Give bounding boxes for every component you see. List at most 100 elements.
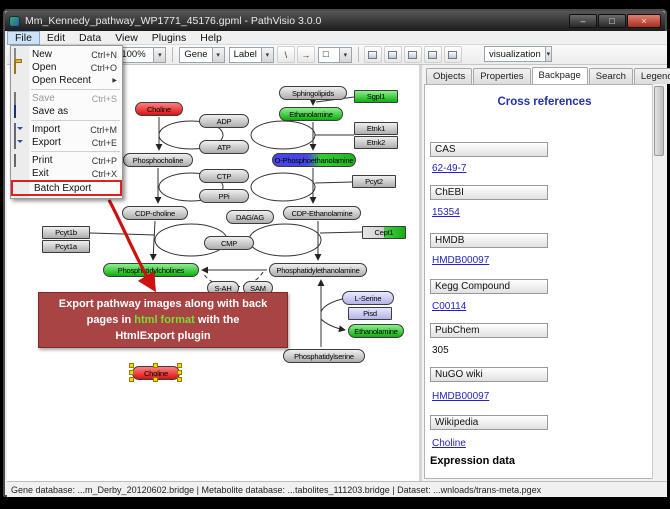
distribute-icon	[428, 50, 438, 59]
status-bar: Gene database: ...m_Derby_20120602.bridg…	[7, 481, 667, 497]
section-header-nugo: NuGO wiki	[430, 367, 548, 382]
panel-scrollbar[interactable]	[652, 84, 665, 479]
menu-item-export[interactable]: Export Ctrl+E	[11, 135, 122, 149]
link-chebi[interactable]: 15354	[432, 207, 460, 218]
menu-item-new[interactable]: New Ctrl+N	[11, 47, 122, 61]
shape-tool-combo[interactable]: □ ▾	[317, 46, 352, 63]
zoom-combo[interactable]: 100% ▾	[116, 46, 167, 63]
menu-item-batch-export[interactable]: Batch Export	[11, 180, 122, 196]
selection-handle[interactable]	[153, 363, 158, 368]
minimize-button[interactable]: –	[569, 14, 597, 28]
menu-item-save-as[interactable]: Save as	[11, 104, 122, 118]
distribute-button[interactable]	[423, 46, 442, 63]
link-hmdb[interactable]: HMDB00097	[432, 255, 490, 266]
selection-handle[interactable]	[129, 370, 134, 375]
arrow-tool-button[interactable]: →	[296, 46, 315, 63]
menu-help[interactable]: Help	[200, 31, 222, 44]
node-pcyt1a[interactable]: Pcyt1a	[42, 240, 90, 253]
link-cas[interactable]: 62-49-7	[432, 163, 467, 174]
node-cmp[interactable]: CMP	[204, 236, 254, 250]
new-file-icon	[14, 47, 16, 61]
export-icon	[14, 135, 16, 149]
selection-handle[interactable]	[129, 363, 134, 368]
selection-handle[interactable]	[177, 377, 182, 382]
selection-handle[interactable]	[129, 377, 134, 382]
menu-edit[interactable]: Edit	[46, 31, 66, 44]
panel-splitter[interactable]	[419, 65, 422, 481]
menu-item-open[interactable]: Open Ctrl+O	[11, 60, 122, 74]
node-pcyt1b[interactable]: Pcyt1b	[42, 226, 90, 239]
chevron-down-icon[interactable]: ▾	[338, 47, 351, 62]
chevron-down-icon[interactable]: ▾	[544, 47, 551, 61]
node-cdp-choline[interactable]: CDP-choline	[122, 206, 188, 220]
node-dag-ag[interactable]: DAG/AG	[226, 210, 274, 224]
datanode-combo[interactable]: Gene ▾	[179, 46, 225, 63]
scrollbar-thumb[interactable]	[654, 86, 664, 156]
align-left-icon	[368, 50, 378, 59]
stack-button[interactable]	[443, 46, 462, 63]
menu-plugins[interactable]: Plugins	[151, 31, 187, 44]
menu-item-save[interactable]: Save Ctrl+S	[11, 91, 122, 105]
link-kegg[interactable]: C00114	[432, 301, 467, 312]
align-center-icon	[388, 50, 398, 59]
align-left-button[interactable]	[363, 46, 382, 63]
menu-view[interactable]: View	[115, 31, 138, 44]
close-button[interactable]: ×	[627, 14, 661, 28]
stack-icon	[448, 50, 458, 59]
link-wikipedia[interactable]: Choline	[432, 438, 466, 449]
node-ctp[interactable]: CTP	[199, 169, 249, 183]
node-l-serine[interactable]: L-Serine	[342, 291, 394, 305]
import-icon	[14, 122, 16, 136]
node-phosphocholine[interactable]: Phosphocholine	[123, 153, 193, 167]
menu-item-open-recent[interactable]: Open Recent ▶	[32, 75, 117, 86]
selection-handle[interactable]	[177, 363, 182, 368]
node-choline[interactable]: Choline	[135, 102, 183, 116]
tab-properties[interactable]: Properties	[473, 68, 531, 84]
node-o-phosphoethanolamine[interactable]: O-Phosphoethanolamine	[272, 153, 356, 167]
node-atp[interactable]: ATP	[199, 140, 249, 154]
tab-backpage[interactable]: Backpage	[531, 67, 588, 84]
menu-item-print[interactable]: Print Ctrl+P	[11, 153, 122, 167]
node-ethanolamine-2[interactable]: Ethanolamine	[348, 324, 404, 338]
title-bar[interactable]: Mm_Kennedy_pathway_WP1771_45176.gpml - P…	[5, 11, 665, 31]
align-top-button[interactable]	[403, 46, 422, 63]
node-ppi[interactable]: PPi	[199, 189, 249, 203]
node-sgpl1[interactable]: Sgpl1	[354, 90, 398, 103]
tab-search[interactable]: Search	[588, 68, 633, 84]
node-cept1[interactable]: Cept1	[362, 226, 406, 239]
menu-item-import[interactable]: Import Ctrl+M	[11, 122, 122, 136]
node-phosphatidylcholines[interactable]: Phosphatidylcholines	[103, 263, 199, 277]
selection-handle[interactable]	[153, 377, 158, 382]
line-tool-button[interactable]: \	[276, 46, 295, 63]
chevron-down-icon[interactable]: ▾	[153, 47, 166, 62]
chevron-down-icon[interactable]: ▾	[260, 47, 273, 62]
file-menu-dropdown: New Ctrl+N Open Ctrl+O Open Recent ▶ Sav…	[10, 45, 123, 199]
node-etnk1[interactable]: Etnk1	[354, 122, 398, 135]
visualization-combo[interactable]: visualization ▾	[484, 46, 552, 62]
align-center-button[interactable]	[383, 46, 402, 63]
tab-objects[interactable]: Objects	[426, 68, 473, 84]
node-etnk2[interactable]: Etnk2	[354, 136, 398, 149]
print-icon	[14, 153, 16, 167]
save-as-icon	[14, 104, 16, 118]
selection-handle[interactable]	[177, 370, 182, 375]
node-ethanolamine[interactable]: Ethanolamine	[279, 107, 343, 121]
link-nugo[interactable]: HMDB00097	[432, 391, 490, 402]
maximize-button[interactable]: □	[598, 14, 626, 28]
node-pisd[interactable]: Pisd	[348, 307, 392, 320]
menu-file[interactable]: File	[7, 30, 40, 45]
node-sphingolipids[interactable]: Sphingolipids	[279, 86, 347, 100]
annotation-line-2: pages in html format with the	[86, 314, 240, 326]
node-adp[interactable]: ADP	[199, 114, 249, 128]
menu-item-exit[interactable]: Exit Ctrl+X	[32, 168, 117, 179]
section-header-cas: CAS	[430, 142, 548, 157]
chevron-down-icon[interactable]: ▾	[211, 47, 224, 62]
node-cdp-ethanolamine[interactable]: CDP-Ethanolamine	[283, 206, 361, 220]
node-phosphatidylserine[interactable]: Phosphatidylserine	[283, 349, 365, 363]
label-combo[interactable]: Label ▾	[228, 46, 274, 63]
tab-legend[interactable]: Legend	[633, 68, 670, 84]
node-phosphatidylethanolamine[interactable]: Phosphatidylethanolamine	[269, 263, 367, 277]
node-pcyt2[interactable]: Pcyt2	[352, 175, 396, 188]
menu-data[interactable]: Data	[79, 31, 102, 44]
